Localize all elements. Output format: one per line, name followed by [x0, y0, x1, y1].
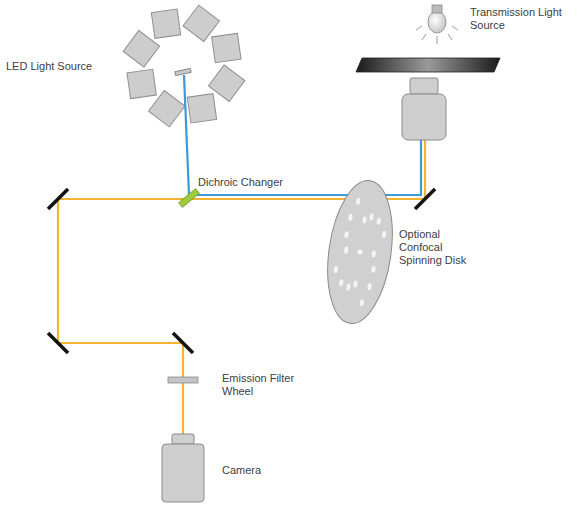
- camera: [172, 434, 194, 444]
- light-beams: [58, 199, 183, 440]
- objective-lens: [402, 94, 446, 140]
- dichroic-mirror: [179, 189, 200, 208]
- led-module: [183, 5, 219, 41]
- part-label: Emission Filter Wheel: [222, 372, 302, 398]
- led-selector-mirror: [175, 68, 191, 75]
- objective-lens: [402, 78, 446, 140]
- part-label: Dichroic Changer: [198, 176, 308, 189]
- mirror: [48, 333, 68, 353]
- camera: [162, 434, 204, 502]
- objective-lens: [410, 78, 438, 94]
- transmission-lamp: [428, 11, 446, 33]
- led-module: [123, 31, 159, 67]
- led-module: [212, 33, 241, 62]
- pinhole: [367, 283, 372, 290]
- mirror: [173, 333, 193, 353]
- pinhole: [362, 216, 367, 223]
- transmission-lamp: [422, 34, 426, 40]
- pinhole: [344, 246, 349, 253]
- light-beams: [58, 75, 425, 440]
- transmission-lamp: [416, 5, 458, 44]
- pinhole: [371, 265, 376, 272]
- led-module: [127, 69, 156, 98]
- spinning-disk: [319, 176, 400, 327]
- pinhole: [344, 231, 349, 238]
- mirror: [415, 189, 435, 209]
- led-module: [149, 90, 185, 126]
- spinning-disk: [319, 176, 400, 327]
- part-label: Optional Confocal Spinning Disk: [399, 228, 479, 267]
- part-label: Transmission Light Source: [470, 6, 574, 32]
- led-module: [208, 65, 244, 101]
- pinhole: [333, 266, 338, 273]
- transmission-lamp: [452, 26, 458, 30]
- pinhole: [371, 250, 376, 257]
- led-module: [187, 94, 216, 123]
- pinhole: [359, 299, 364, 306]
- led-module: [151, 9, 180, 38]
- pinhole: [376, 217, 381, 224]
- transmission-lamp: [416, 26, 458, 44]
- transmission-lamp: [416, 26, 422, 30]
- light-beams: [190, 140, 421, 195]
- disk-hub: [358, 250, 363, 255]
- pinhole: [339, 279, 344, 286]
- led-array: [123, 5, 245, 127]
- pinhole: [382, 231, 387, 238]
- emission-filter: [168, 377, 198, 383]
- part-label: LED Light Source: [6, 60, 116, 73]
- pinhole: [353, 280, 358, 287]
- camera: [162, 444, 204, 502]
- pinhole: [348, 214, 353, 221]
- pinhole: [356, 198, 361, 205]
- specimen-stage: [356, 58, 500, 72]
- transmission-lamp: [437, 36, 438, 44]
- pinhole: [346, 284, 351, 291]
- transmission-lamp: [448, 34, 452, 40]
- transmission-lamp: [432, 5, 442, 13]
- pinhole: [369, 213, 374, 220]
- light-beams: [184, 75, 189, 195]
- part-label: Camera: [222, 464, 302, 477]
- mirror: [48, 189, 68, 209]
